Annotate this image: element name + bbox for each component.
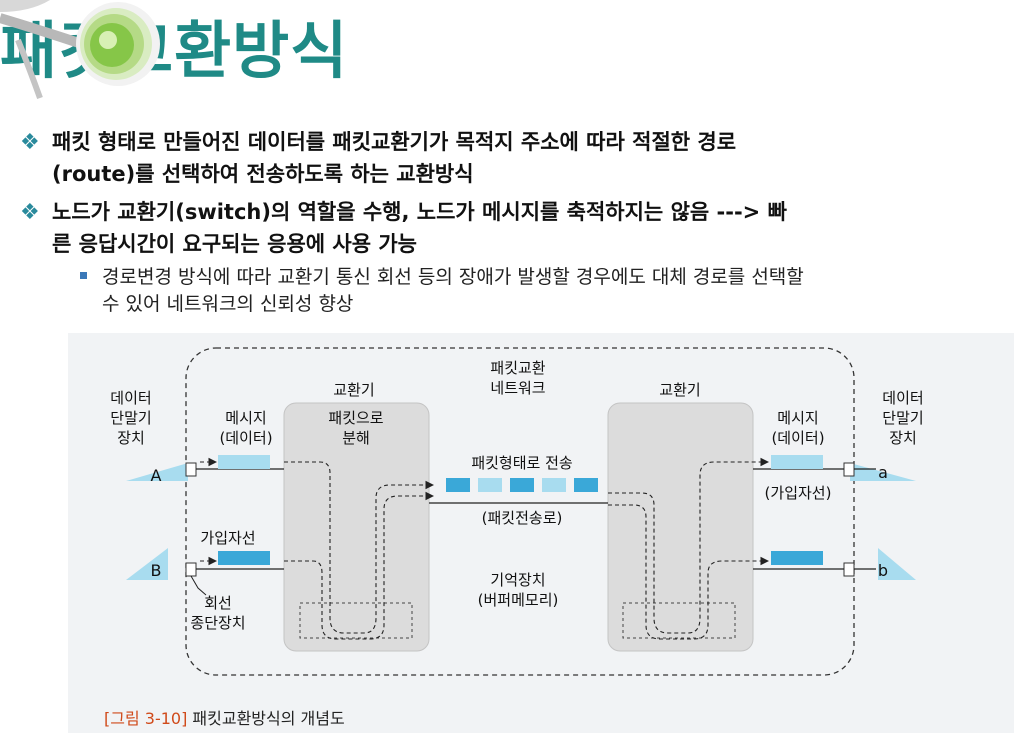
terminal-right-label: 단말기 <box>882 409 923 427</box>
buffer-memory-right <box>622 602 736 639</box>
message-block <box>771 551 823 565</box>
message-block <box>771 455 823 469</box>
decompose-label: 패킷으로 <box>328 409 383 427</box>
line-termination-box <box>185 562 197 577</box>
message-block <box>218 455 270 469</box>
bullet-item-2: ❖ 노드가 교환기(switch)의 역할을 수행, 노드가 메시지를 축적하지… <box>10 196 1015 260</box>
message-left-label: (데이터) <box>219 429 272 447</box>
buffer-memory-left <box>299 602 413 639</box>
square-bullet-icon <box>80 272 87 279</box>
diamond-bullet-icon: ❖ <box>20 200 40 225</box>
figure-caption-text: 패킷교환방식의 개념도 <box>192 709 345 728</box>
message-block <box>218 551 270 565</box>
message-right-label: (데이터) <box>771 429 824 447</box>
packet-switching-diagram: 데이터 단말기 장치 메시지 (데이터) 교환기 패킷으로 분해 패킷교환 네트… <box>68 333 1014 733</box>
transfer-label: 패킷형태로 전송 <box>471 454 572 472</box>
diamond-bullet-icon: ❖ <box>20 130 40 155</box>
packet <box>542 478 566 492</box>
terminal-left-label: 장치 <box>117 429 145 447</box>
sub-bullet-text-line: 경로변경 방식에 따라 교환기 통신 회선 등의 장애가 발생할 경우에도 대체… <box>102 266 804 288</box>
terminal-b-icon <box>878 548 916 580</box>
switch-left-label: 교환기 <box>333 381 374 399</box>
switch-left <box>283 402 430 652</box>
terminal-left-label: 단말기 <box>110 409 151 427</box>
line-termination-label: 종단장치 <box>190 614 245 632</box>
message-left-label: 메시지 <box>225 409 266 427</box>
packet <box>446 478 470 492</box>
line-termination-box <box>843 462 855 477</box>
packet <box>574 478 598 492</box>
sub-bullet-item: 경로변경 방식에 따라 교환기 통신 회선 등의 장애가 발생할 경우에도 대체… <box>10 264 1015 322</box>
subscriber-line-right-label: (가입자선) <box>765 484 832 502</box>
terminal-B-icon <box>126 548 168 580</box>
bullet-text-line: 른 응답시간이 요구되는 응용에 사용 가능 <box>52 232 417 256</box>
network-label: 패킷교환 <box>490 359 545 377</box>
node-B-label: B <box>151 561 162 580</box>
terminal-right-label: 데이터 <box>882 389 923 407</box>
packet <box>478 478 502 492</box>
storage-label: (버퍼메모리) <box>478 591 559 609</box>
figure-number: [그림 3-10] <box>104 709 188 728</box>
subscriber-line-left-label: 가입자선 <box>200 529 255 547</box>
storage-label: 기억장치 <box>490 571 545 589</box>
terminal-right-label: 장치 <box>889 429 917 447</box>
terminal-A-icon <box>126 463 188 481</box>
page-title: 패킷교환방식 <box>0 14 349 87</box>
node-b-label: b <box>878 561 888 580</box>
path-label: (패킷전송로) <box>482 509 563 527</box>
terminal-a-icon <box>850 463 916 481</box>
network-boundary <box>185 347 855 676</box>
terminal-left-label: 데이터 <box>110 389 151 407</box>
node-a-label: a <box>878 463 888 482</box>
decompose-label: 분해 <box>342 429 370 447</box>
message-right-label: 메시지 <box>777 409 818 427</box>
node-A-label: A <box>151 466 162 485</box>
packet <box>510 478 534 492</box>
logo-graphic <box>0 0 160 100</box>
line-termination-label: 회선 <box>204 594 232 612</box>
line-termination-box <box>185 462 197 477</box>
figure-caption: [그림 3-10] 패킷교환방식의 개념도 <box>104 705 345 729</box>
bullet-text-line: (route)를 선택하여 전송하도록 하는 교환방식 <box>52 162 474 186</box>
switch-right-label: 교환기 <box>659 381 700 399</box>
bullet-text-line: 노드가 교환기(switch)의 역할을 수행, 노드가 메시지를 축적하지는 … <box>52 200 787 224</box>
switch-right <box>607 402 754 652</box>
bullet-text-line: 패킷 형태로 만들어진 데이터를 패킷교환기가 목적지 주소에 따라 적절한 경… <box>52 130 737 154</box>
line-termination-box <box>843 562 855 577</box>
network-label: 네트워크 <box>490 379 545 397</box>
bullet-item-1: ❖ 패킷 형태로 만들어진 데이터를 패킷교환기가 목적지 주소에 따라 적절한… <box>10 126 1015 190</box>
sub-bullet-text-line: 수 있어 네트워크의 신뢰성 향상 <box>102 293 354 315</box>
